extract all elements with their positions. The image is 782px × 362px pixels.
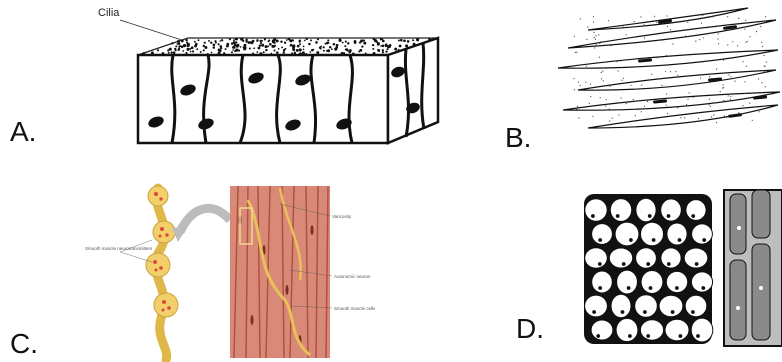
panel-c-letter: C.	[10, 330, 38, 358]
varicosity-label: Varicosity	[332, 214, 352, 219]
smooth-muscle-cells-label: Smooth muscle cells	[334, 306, 376, 311]
panel-d-letter: D.	[516, 315, 544, 343]
ciliated-epithelium-illustration: Cilia	[88, 0, 458, 150]
panel-b-letter: B.	[505, 124, 531, 152]
smooth-muscle-innervation-illustration: Smooth muscle neurotransmitters Varicosi…	[80, 180, 410, 362]
autonomic-neuron-label: Autonomic neuron	[334, 274, 371, 279]
varicosity-neuron	[146, 186, 178, 360]
smooth-muscle-tissue	[230, 186, 330, 358]
cilia-label: Cilia	[98, 7, 120, 19]
spindle-muscle-cells-illustration	[548, 0, 782, 150]
neurotransmitters-label: Smooth muscle neurotransmitters	[85, 246, 153, 251]
parenchyma-cells-illustration	[582, 188, 782, 362]
panel-a-letter: A.	[10, 118, 36, 146]
elongated-cells	[724, 190, 782, 346]
columnar-cells	[138, 38, 438, 143]
curved-arrow	[180, 208, 230, 232]
